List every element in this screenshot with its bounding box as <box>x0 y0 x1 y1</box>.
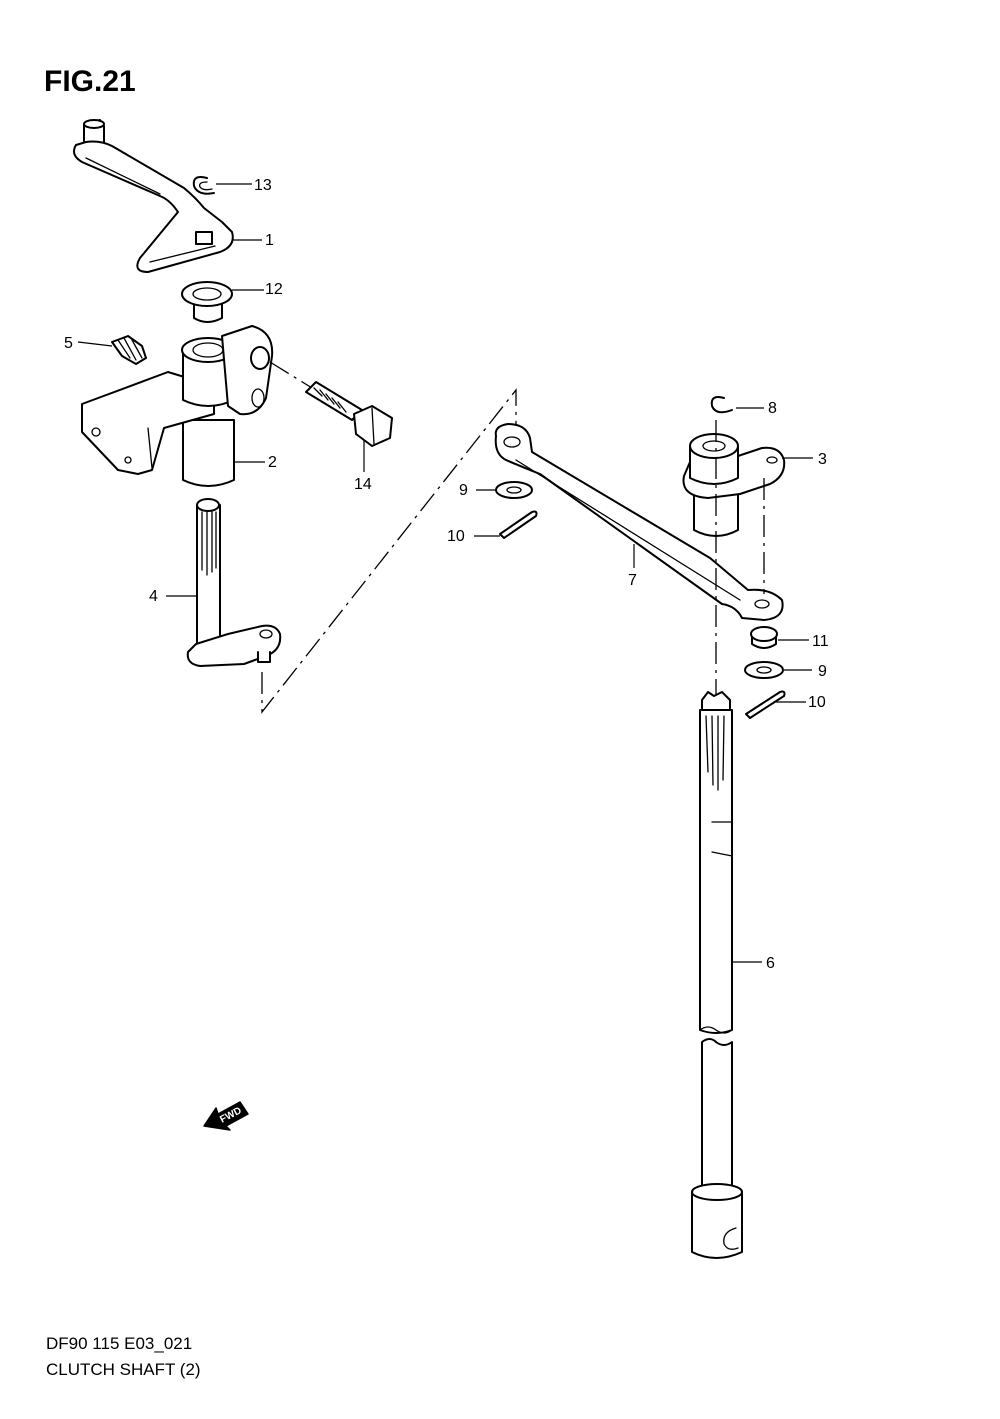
part-7-link <box>494 423 784 621</box>
assembly-line-left <box>261 388 517 714</box>
part-6-long-shaft <box>691 691 743 1259</box>
callout-7: 7 <box>628 572 637 589</box>
fwd-arrow-icon: FWD <box>203 1101 249 1131</box>
part-1-lever <box>73 119 234 273</box>
part-10-cotter-pin-lower <box>745 690 786 719</box>
callout-9-lower: 9 <box>818 663 827 680</box>
part-3-bracket <box>682 433 786 537</box>
callout-4: 4 <box>149 588 158 605</box>
callout-3: 3 <box>818 451 827 468</box>
callout-9-upper: 9 <box>459 482 468 499</box>
part-4-shaft <box>186 498 282 667</box>
callout-6: 6 <box>766 955 775 972</box>
part-14-bolt <box>305 381 393 447</box>
callout-12: 12 <box>265 281 283 298</box>
callout-14: 14 <box>354 476 372 493</box>
part-9-washer-upper <box>495 481 533 499</box>
part-10-cotter-pin-upper <box>499 510 538 539</box>
part-13-e-ring <box>192 176 215 195</box>
callout-leaders <box>77 183 813 963</box>
figure-caption: CLUTCH SHAFT (2) <box>46 1360 201 1379</box>
part-5-grease-nipple <box>111 335 147 365</box>
callout-10-upper: 10 <box>447 528 465 545</box>
callout-13: 13 <box>254 177 272 194</box>
part-12-bushing <box>181 281 233 323</box>
callout-1: 1 <box>265 232 274 249</box>
part-2-clutch-lever <box>81 325 274 487</box>
part-11-bushing <box>750 626 778 649</box>
bolt-axis-line <box>269 361 313 389</box>
figure-title: FIG.21 <box>44 65 136 98</box>
callout-11: 11 <box>812 633 829 650</box>
model-code: DF90 115 E03_021 <box>46 1334 192 1353</box>
callout-8: 8 <box>768 400 777 417</box>
callout-2: 2 <box>268 454 277 471</box>
part-9-washer-lower <box>744 661 784 679</box>
callout-5: 5 <box>64 335 73 352</box>
callout-10-lower: 10 <box>808 694 826 711</box>
part-8-clip <box>710 396 733 414</box>
